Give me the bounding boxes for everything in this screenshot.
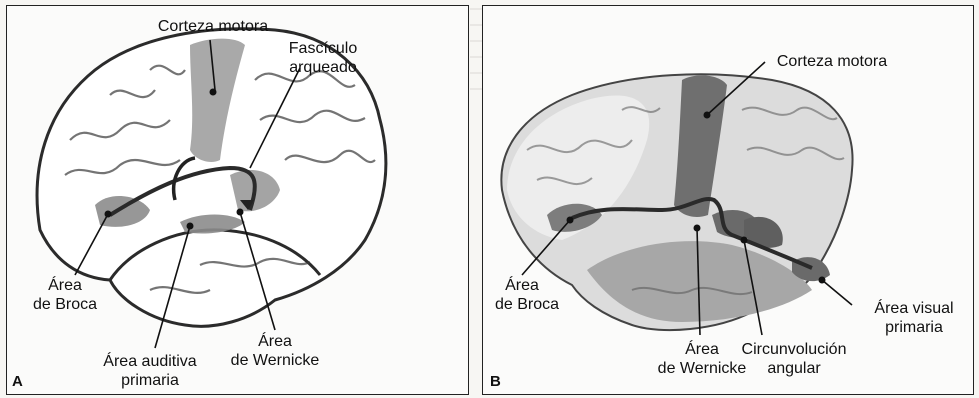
label-a-auditory-line2: primaria (100, 371, 200, 390)
motor-a-marker (210, 89, 217, 96)
label-a-broca-line2: de Broca (15, 295, 115, 314)
label-a-arcuate-line2: arqueado (278, 58, 368, 77)
broca-b-marker (567, 217, 574, 224)
panel-a: Corteza motora Fascículo arqueado Área d… (0, 0, 470, 398)
label-a-arcuate-line1: Fascículo (278, 39, 368, 58)
broca-a-marker (105, 211, 112, 218)
label-b-angular-line2: angular (754, 359, 834, 378)
label-b-angular-line1: Circunvolución (729, 340, 859, 359)
wernicke-b-marker (694, 225, 701, 232)
label-a-auditory-line1: Área auditiva (80, 352, 220, 371)
visual-b-marker (819, 277, 826, 284)
label-b-visual-line1: Área visual (864, 299, 964, 318)
label-a-wernicke-line1: Área (245, 332, 305, 351)
label-a-motor-cortex: Corteza motora (148, 17, 278, 36)
label-b-wernicke-line2: de Wernicke (642, 359, 762, 378)
label-b-broca-line2: de Broca (477, 295, 577, 314)
brain-a-illustration (0, 0, 470, 398)
angular-b-marker (741, 237, 748, 244)
panel-a-letter: A (12, 372, 23, 391)
panel-b-letter: B (490, 372, 501, 391)
label-b-broca-line1: Área (492, 276, 552, 295)
label-b-motor-cortex: Corteza motora (767, 52, 897, 71)
label-b-visual-line2: primaria (874, 318, 954, 337)
label-b-wernicke-line1: Área (672, 340, 732, 359)
wernicke-a-marker (237, 209, 244, 216)
brain-b-photo (482, 0, 979, 398)
panel-b: Corteza motora Área de Broca Área de Wer… (482, 0, 979, 398)
auditory-a-marker (187, 223, 194, 230)
label-a-wernicke-line2: de Wernicke (215, 351, 335, 370)
label-a-broca-line1: Área (35, 276, 95, 295)
motor-b-marker (704, 112, 711, 119)
